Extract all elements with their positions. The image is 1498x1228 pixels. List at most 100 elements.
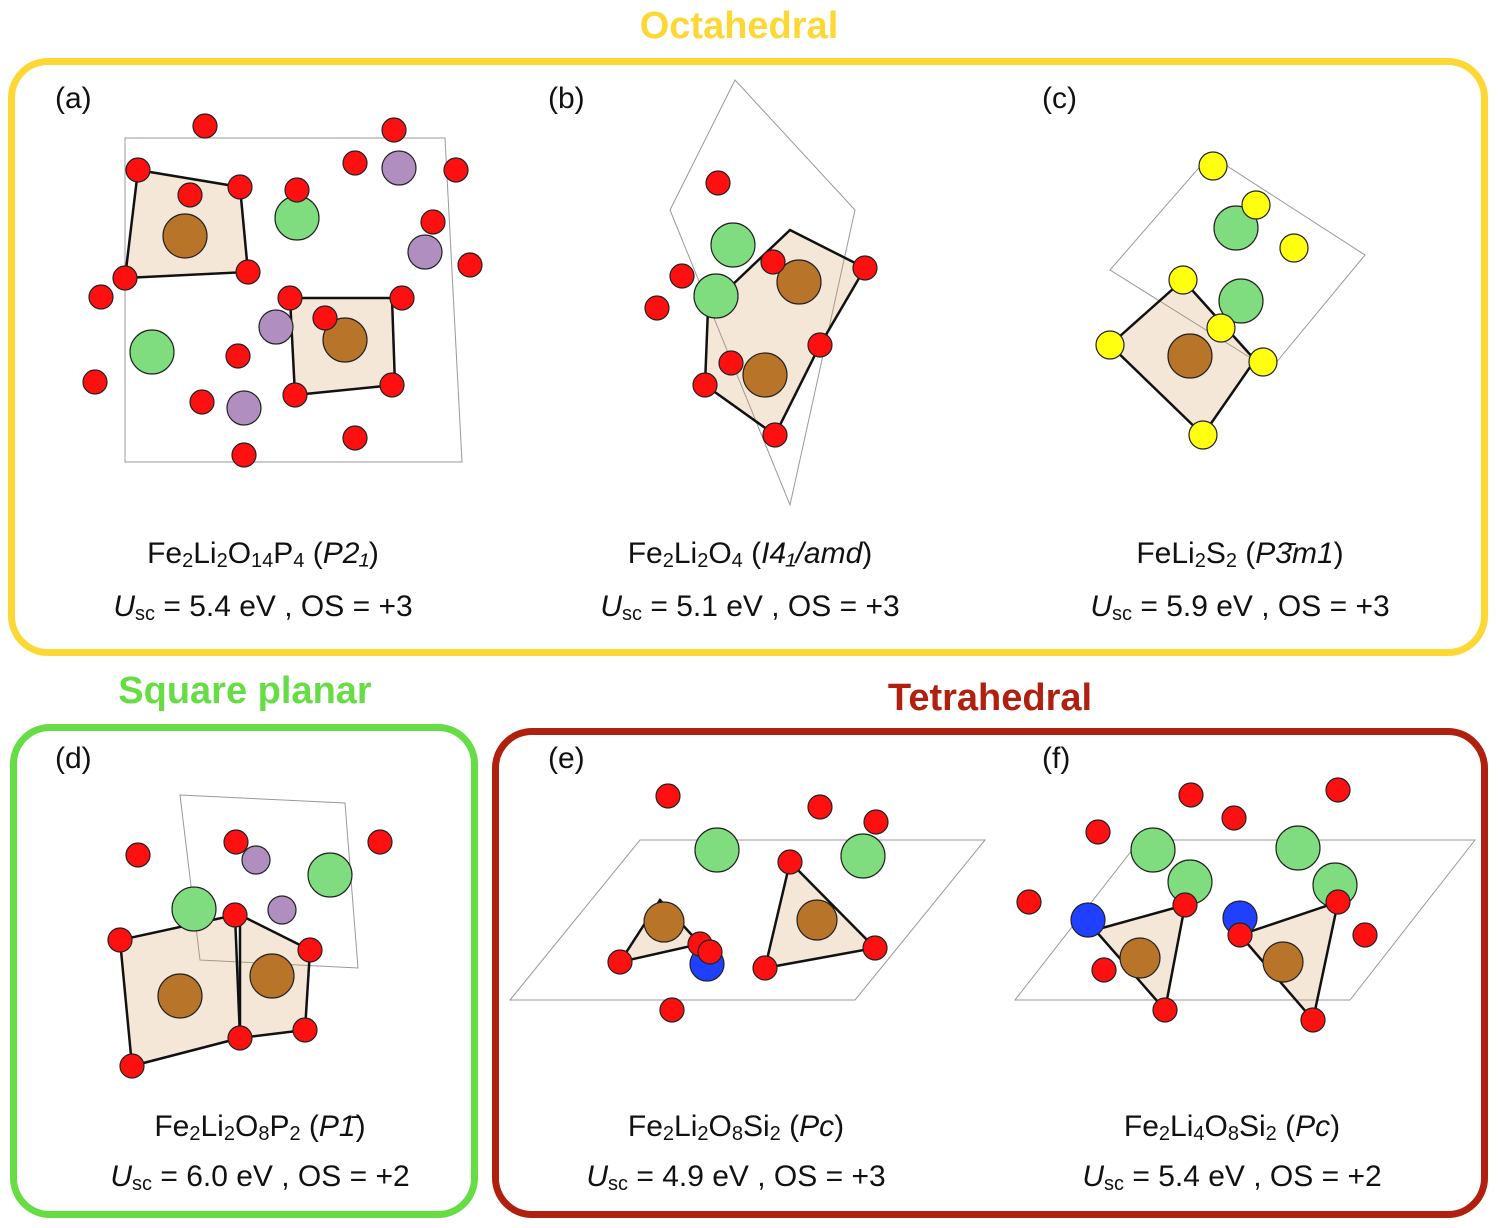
s-atom-c2 [1279,233,1309,263]
o-atom-f5 [1091,957,1117,983]
o-atom-f7 [1172,892,1198,918]
fe-atom-a0 [162,213,208,259]
fe-atom-d0 [157,973,203,1019]
o-atom-a16 [189,389,215,415]
o-atom-d4 [227,1025,253,1051]
s-atom-c4 [1206,313,1236,343]
o-atom-d2 [107,927,133,953]
si-atom-f0 [1070,902,1106,938]
stats-a: Usc = 5.4 eV , OS = +3 [113,590,413,625]
panel-label-f: (f) [1042,742,1071,775]
stats-e: Usc = 4.9 eV , OS = +3 [586,1160,886,1195]
fe-atom-b1 [742,352,788,398]
unit-cell-a [124,137,463,463]
p-atom-a0 [381,150,417,186]
o-atom-d8 [367,829,393,855]
panel-label-d: (d) [55,742,92,775]
o-atom-a3 [284,177,310,203]
p-atom-a2 [258,309,294,345]
formula-e: Fe2Li2O8Si2 (Pc) [627,1110,845,1145]
o-atom-a22 [457,252,483,278]
o-atom-a19 [342,425,368,451]
o-atom-a1 [125,157,151,183]
o-atom-e9 [697,939,723,965]
o-atom-d3 [222,902,248,928]
fe-atom-f0 [1119,937,1161,979]
o-atom-a6 [342,150,368,176]
unit-cell-b [669,79,856,507]
unit-cell-f [1013,839,1477,1001]
fe-atom-a1 [322,317,368,363]
panel-label-e: (e) [548,742,585,775]
p-atom-a1 [407,234,443,270]
square-planar-box [10,724,478,1218]
fe-atom-b0 [776,259,822,305]
o-atom-f2 [1221,805,1247,831]
fe-atom-e0 [643,901,685,943]
o-atom-e4 [607,949,633,975]
o-atom-a2 [227,174,253,200]
li-atom-d0 [171,886,217,932]
o-atom-a8 [443,157,469,183]
o-atom-a13 [379,372,405,398]
stats-d: Usc = 6.0 eV , OS = +2 [110,1160,410,1195]
p-atom-a3 [226,390,262,426]
o-atom-e6 [752,955,778,981]
o-atom-a11 [277,285,303,311]
li-atom-e0 [694,827,740,873]
space-group: P1̄ [318,1110,356,1143]
o-atom-a9 [420,209,446,235]
o-atom-e2 [807,794,833,820]
o-atom-d0 [125,842,151,868]
p-atom-d1 [267,895,297,925]
o-atom-a0 [192,113,218,139]
formula-b: Fe2Li2O4 (I4₁/amd) [627,537,873,572]
o-atom-a15 [225,343,251,369]
formula-a: Fe2Li2O14P4 (P2₁) [147,537,379,572]
square-planar-title: Square planar [118,670,372,712]
stats-f: Usc = 5.4 eV , OS = +2 [1082,1160,1382,1195]
panel-label-c: (c) [1042,82,1077,115]
o-atom-e8 [659,997,685,1023]
li-atom-a1 [129,329,175,375]
o-atom-d6 [292,1017,318,1043]
o-atom-f9 [1352,922,1378,948]
o-atom-a10 [389,285,415,311]
o-atom-f0 [1085,819,1111,845]
o-atom-e7 [862,935,888,961]
o-atom-f10 [1300,1007,1326,1033]
octahedral-box [8,58,1488,656]
o-atom-b7 [692,372,718,398]
formula-d: Fe2Li2O8P2 (P1̄) [154,1110,366,1145]
o-atom-b0 [705,170,731,196]
space-group: Pc [799,1110,835,1143]
li-atom-d1 [307,852,353,898]
o-atom-a17 [82,369,108,395]
o-atom-d7 [297,937,323,963]
stats-b: Usc = 5.1 eV , OS = +3 [600,590,900,625]
panel-label-b: (b) [548,82,585,115]
li-atom-f1 [1275,825,1321,871]
o-atom-a18 [88,284,114,310]
o-atom-a14 [282,382,308,408]
o-atom-a7 [381,117,407,143]
p-atom-d0 [241,845,271,875]
o-atom-b4 [852,255,878,281]
o-atom-a12 [312,305,338,331]
o-atom-f1 [1178,782,1204,808]
o-atom-d1 [223,829,249,855]
o-atom-a20 [231,442,257,468]
o-atom-e1 [777,849,803,875]
o-atom-f8 [1325,889,1351,915]
s-atom-c5 [1248,347,1278,377]
fe-atom-f1 [1262,941,1304,983]
li-atom-c1 [1218,278,1264,324]
formula-f: Fe2Li4O8Si2 (Pc) [1123,1110,1341,1145]
o-atom-b2 [644,295,670,321]
li-atom-a0 [274,195,320,241]
formula-c: FeLi2S2 (P3̄m1) [1136,537,1344,572]
space-group: I4₁/amd [761,537,863,570]
fe-atom-e1 [796,899,838,941]
o-atom-b1 [669,263,695,289]
